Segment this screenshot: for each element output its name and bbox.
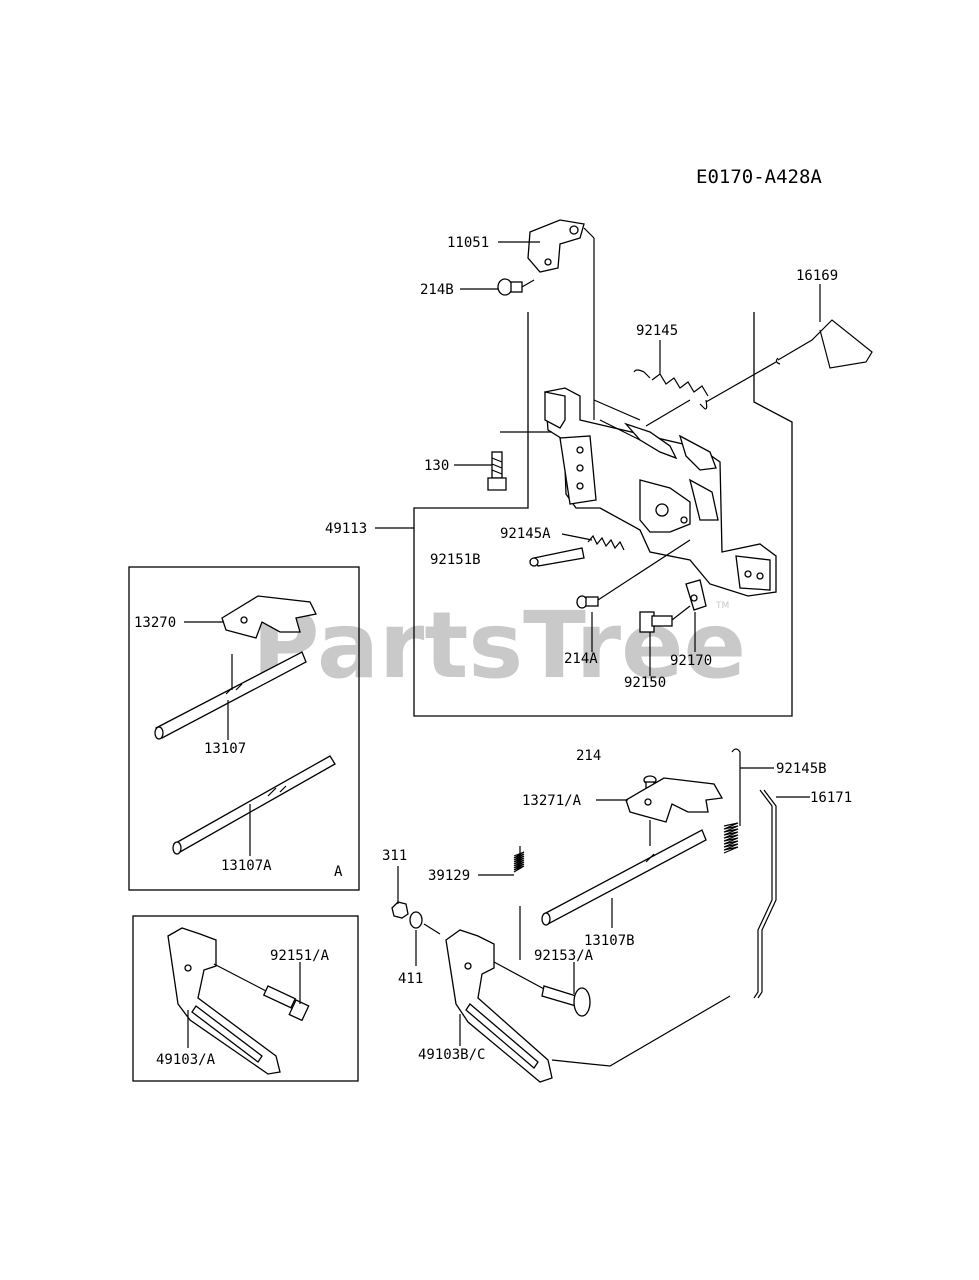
label-411: 411: [398, 971, 423, 987]
label-92153A: 92153/A: [534, 948, 594, 964]
label-214B: 214B: [420, 282, 454, 298]
nut-311: [391, 901, 409, 919]
shaft-13107: [154, 651, 307, 740]
diagram-code: E0170-A428A: [696, 166, 822, 188]
control-plate-49113: [544, 387, 777, 597]
spring-92145A: [587, 534, 625, 551]
label-92150: 92150: [624, 675, 666, 691]
screw-214A: [576, 539, 691, 609]
label-130: 130: [424, 458, 449, 474]
label-92145B: 92145B: [776, 761, 827, 777]
label-92151B: 92151B: [430, 552, 481, 568]
bolt-92151B: [529, 547, 585, 567]
bolt-92151A: [213, 963, 310, 1022]
screw-214B: [497, 278, 535, 296]
label-92145: 92145: [636, 323, 678, 339]
label-49113: 49113: [325, 521, 367, 537]
inset-boxes: [128, 312, 793, 1082]
inset-label-A: A: [334, 864, 343, 880]
label-39129: 39129: [428, 868, 470, 884]
label-92151A: 92151/A: [270, 948, 330, 964]
bolt-92150: [639, 605, 691, 633]
label-16169: 16169: [796, 268, 838, 284]
label-49103A: 49103/A: [156, 1052, 216, 1068]
label-16171: 16171: [810, 790, 852, 806]
plate-13270: [221, 595, 317, 639]
wire-16169: [775, 319, 873, 369]
label-92170: 92170: [670, 653, 712, 669]
label-214: 214: [576, 748, 601, 764]
lever-49103A: [167, 927, 281, 1075]
label-13107: 13107: [204, 741, 246, 757]
rod-16171: [753, 789, 777, 999]
part-labels: 11051 214B 16169 92145 130 49113 92145A …: [134, 235, 852, 1068]
label-13270: 13270: [134, 615, 176, 631]
label-13271A: 13271/A: [522, 793, 582, 809]
bracket-11051: [527, 219, 595, 420]
label-13107B: 13107B: [584, 933, 635, 949]
leader-lines: [184, 241, 821, 1048]
label-92145A: 92145A: [500, 526, 551, 542]
label-311: 311: [382, 848, 407, 864]
spring-39129: [513, 846, 525, 960]
spring-92145B: [723, 748, 741, 854]
watermark: PartsTree: [252, 592, 746, 699]
plate-13271A: [625, 777, 724, 846]
label-49103BC: 49103B/C: [418, 1047, 485, 1063]
spring-92145: [633, 361, 777, 410]
watermark-trademark: TM: [715, 601, 729, 611]
lever-49103BC: [445, 929, 731, 1083]
bolt-130: [487, 451, 507, 491]
label-214A: 214A: [564, 651, 598, 667]
bolt-92153A: [493, 961, 591, 1017]
shaft-13107B: [541, 829, 707, 926]
clip-92170: [685, 579, 707, 611]
label-11051: 11051: [447, 235, 489, 251]
shaft-13107A: [172, 755, 336, 855]
label-13107A: 13107A: [221, 858, 272, 874]
washer-411: [409, 911, 441, 935]
